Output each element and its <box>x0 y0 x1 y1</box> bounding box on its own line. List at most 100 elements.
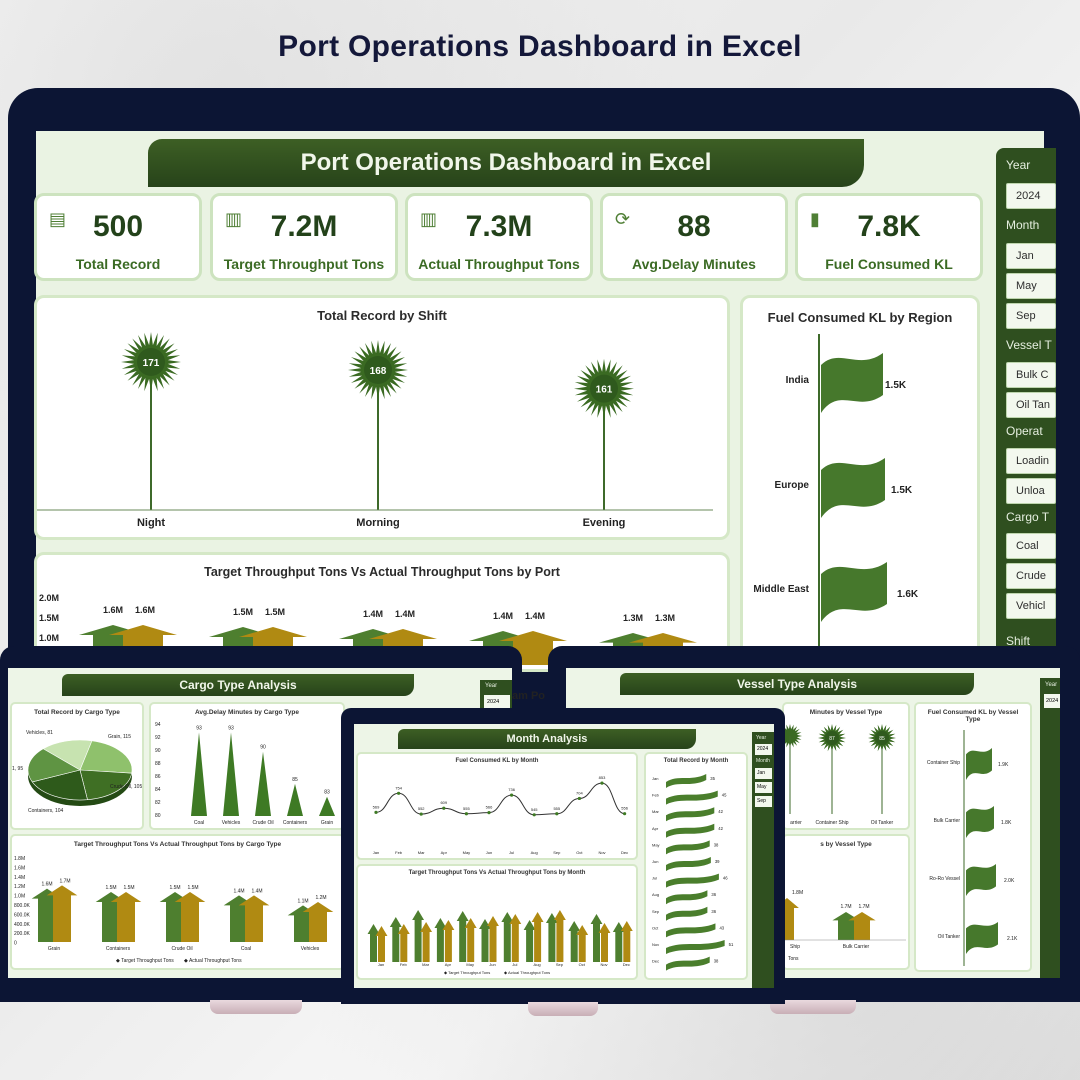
month-bar-title: Target Throughput Tons Vs Actual Through… <box>408 870 586 876</box>
vessel-device-stand <box>770 1000 856 1014</box>
vessel-slicer-year[interactable]: 2024 <box>1044 694 1060 708</box>
region-value-label: 1.5K <box>885 380 907 391</box>
month-fuel-point <box>577 796 581 801</box>
month-bar-category: Oct <box>579 962 586 967</box>
slicer-year-head: Year <box>1006 158 1031 172</box>
battery-icon: ▮ <box>810 209 820 229</box>
month-slicer-head: Year <box>756 735 767 741</box>
cargo-slicer-head: Year <box>485 683 498 689</box>
cargo-delay-svg: 949290888684828093Coal93Vehicles90Crude … <box>155 722 335 826</box>
month-slicer-sep[interactable]: Sep <box>755 796 772 807</box>
month-slicer-jan[interactable]: Jan <box>755 768 772 779</box>
cargo-slicer-year[interactable]: 2024 <box>484 695 510 709</box>
month-record-flag <box>666 956 710 971</box>
vessel-burst-core <box>875 731 889 745</box>
month-bar-category: Jul <box>512 962 517 967</box>
month-record-label: 42 <box>718 826 723 831</box>
slicer-vessel-oil[interactable]: Oil Tan <box>1006 392 1056 418</box>
month-bar-category: Feb <box>400 962 408 967</box>
vessel-delay-title: Minutes by Vessel Type <box>809 709 883 716</box>
pie-label: 1, 95 <box>12 766 23 772</box>
delay-ytick: 90 <box>155 748 161 754</box>
pie-slice <box>31 769 88 801</box>
cargo-category-label: Crude Oil <box>171 946 192 952</box>
slicer-op-unloading[interactable]: Unloa <box>1006 478 1056 504</box>
region-category-label: Europe <box>775 480 810 491</box>
vessel-fuel-panel: Fuel Consumed KL by Vessel Type Containe… <box>914 702 1032 972</box>
month-slicer-may[interactable]: May <box>755 782 772 793</box>
month-record-category: Dec <box>652 959 659 964</box>
month-axis-label: Dec <box>621 850 628 855</box>
cargo-target-label: 1.6M <box>41 882 52 888</box>
slicer-month-sep[interactable]: Sep <box>1006 303 1056 329</box>
month-axis-label: Apr <box>441 850 448 855</box>
slicer-vessel-bulk[interactable]: Bulk C <box>1006 362 1056 388</box>
pie-label: Vehicles, 81 <box>26 730 53 736</box>
cargo-bar-ytick: 1.0M <box>14 894 25 900</box>
slicer-month-may[interactable]: May <box>1006 273 1056 299</box>
shift-category-label: Morning <box>356 517 399 529</box>
month-actual-arrow <box>442 920 455 962</box>
month-record-label: 42 <box>718 809 723 814</box>
vessel-bar-label: 1.7M <box>858 904 869 910</box>
month-fuel-label: 754 <box>395 785 402 790</box>
month-slicer-year[interactable]: 2024 <box>755 744 772 755</box>
month-target-arrow <box>412 910 425 962</box>
lollipop-core <box>590 374 618 403</box>
month-record-label: 36 <box>711 892 716 897</box>
month-fuel-point <box>487 811 491 815</box>
month-actual-arrow <box>464 918 477 962</box>
container-icon: ▥ <box>225 209 243 229</box>
month-actual-arrow <box>509 914 522 962</box>
cargo-bar-ytick: 0 <box>14 941 17 947</box>
month-record-flag <box>666 807 715 822</box>
month-fuel-point <box>442 806 446 810</box>
month-record-flag <box>666 857 711 871</box>
cargo-target-label: 1.4M <box>233 888 244 894</box>
vessel-fuel-category: Ro-Ro Vessel <box>929 876 960 882</box>
port-target-label: 1.5M <box>233 607 253 617</box>
cargo-actual-arrow <box>238 895 270 942</box>
month-fuel-point <box>555 812 559 816</box>
month-fuel-point <box>510 793 514 797</box>
month-record-category: Nov <box>652 942 659 947</box>
vessel-burst-value: 85 <box>879 736 885 742</box>
delay-ytick: 92 <box>155 735 161 741</box>
delay-category-label: Coal <box>194 820 204 826</box>
cargo-bar-ytick: 200.0K <box>14 931 31 937</box>
slicer-cargo-crude[interactable]: Crude <box>1006 563 1056 589</box>
vessel-delay-category: arrier <box>790 820 802 826</box>
cargo-screen-title: Cargo Type Analysis <box>62 674 414 696</box>
month-fuel-label: 566 <box>486 805 493 810</box>
month-axis-label: Mar <box>418 850 426 855</box>
month-bar-panel: Target Throughput Tons Vs Actual Through… <box>356 864 638 980</box>
month-fuel-point <box>623 812 627 816</box>
delay-cone <box>255 751 271 816</box>
month-axis-label: Jan <box>373 850 379 855</box>
shift-chart-title: Total Record by Shift <box>317 308 447 323</box>
slicer-cargo-vehicles[interactable]: Vehicl <box>1006 593 1056 619</box>
region-category-label: Middle East <box>753 584 809 595</box>
month-record-category: Feb <box>652 793 660 798</box>
month-record-flag <box>666 923 716 938</box>
slicer-op-loading[interactable]: Loadin <box>1006 448 1056 474</box>
slicer-month-jan[interactable]: Jan <box>1006 243 1056 269</box>
month-record-title: Total Record by Month <box>663 758 729 764</box>
month-bar-category: Jun <box>489 962 495 967</box>
cargo-bar-ytick: 1.6M <box>14 865 25 871</box>
cargo-bar-title: Target Throughput Tons Vs Actual Through… <box>73 841 282 848</box>
month-line-svg: 569Jan754Feb552Mar609Apr555May566Jun736J… <box>373 775 629 855</box>
region-flag <box>821 562 887 622</box>
vessel-bar-category: Ship <box>790 944 800 950</box>
month-record-flag <box>666 774 707 788</box>
month-fuel-label: 555 <box>463 806 470 811</box>
slicer-cargo-coal[interactable]: Coal <box>1006 533 1056 559</box>
vessel-bar-label: 1.8M <box>792 890 803 896</box>
month-axis-label: May <box>463 850 471 855</box>
vessel-burst-value: 87 <box>829 736 835 742</box>
cargo-category-label: Coal <box>241 946 251 952</box>
slicer-year-2024[interactable]: 2024 <box>1006 183 1056 209</box>
